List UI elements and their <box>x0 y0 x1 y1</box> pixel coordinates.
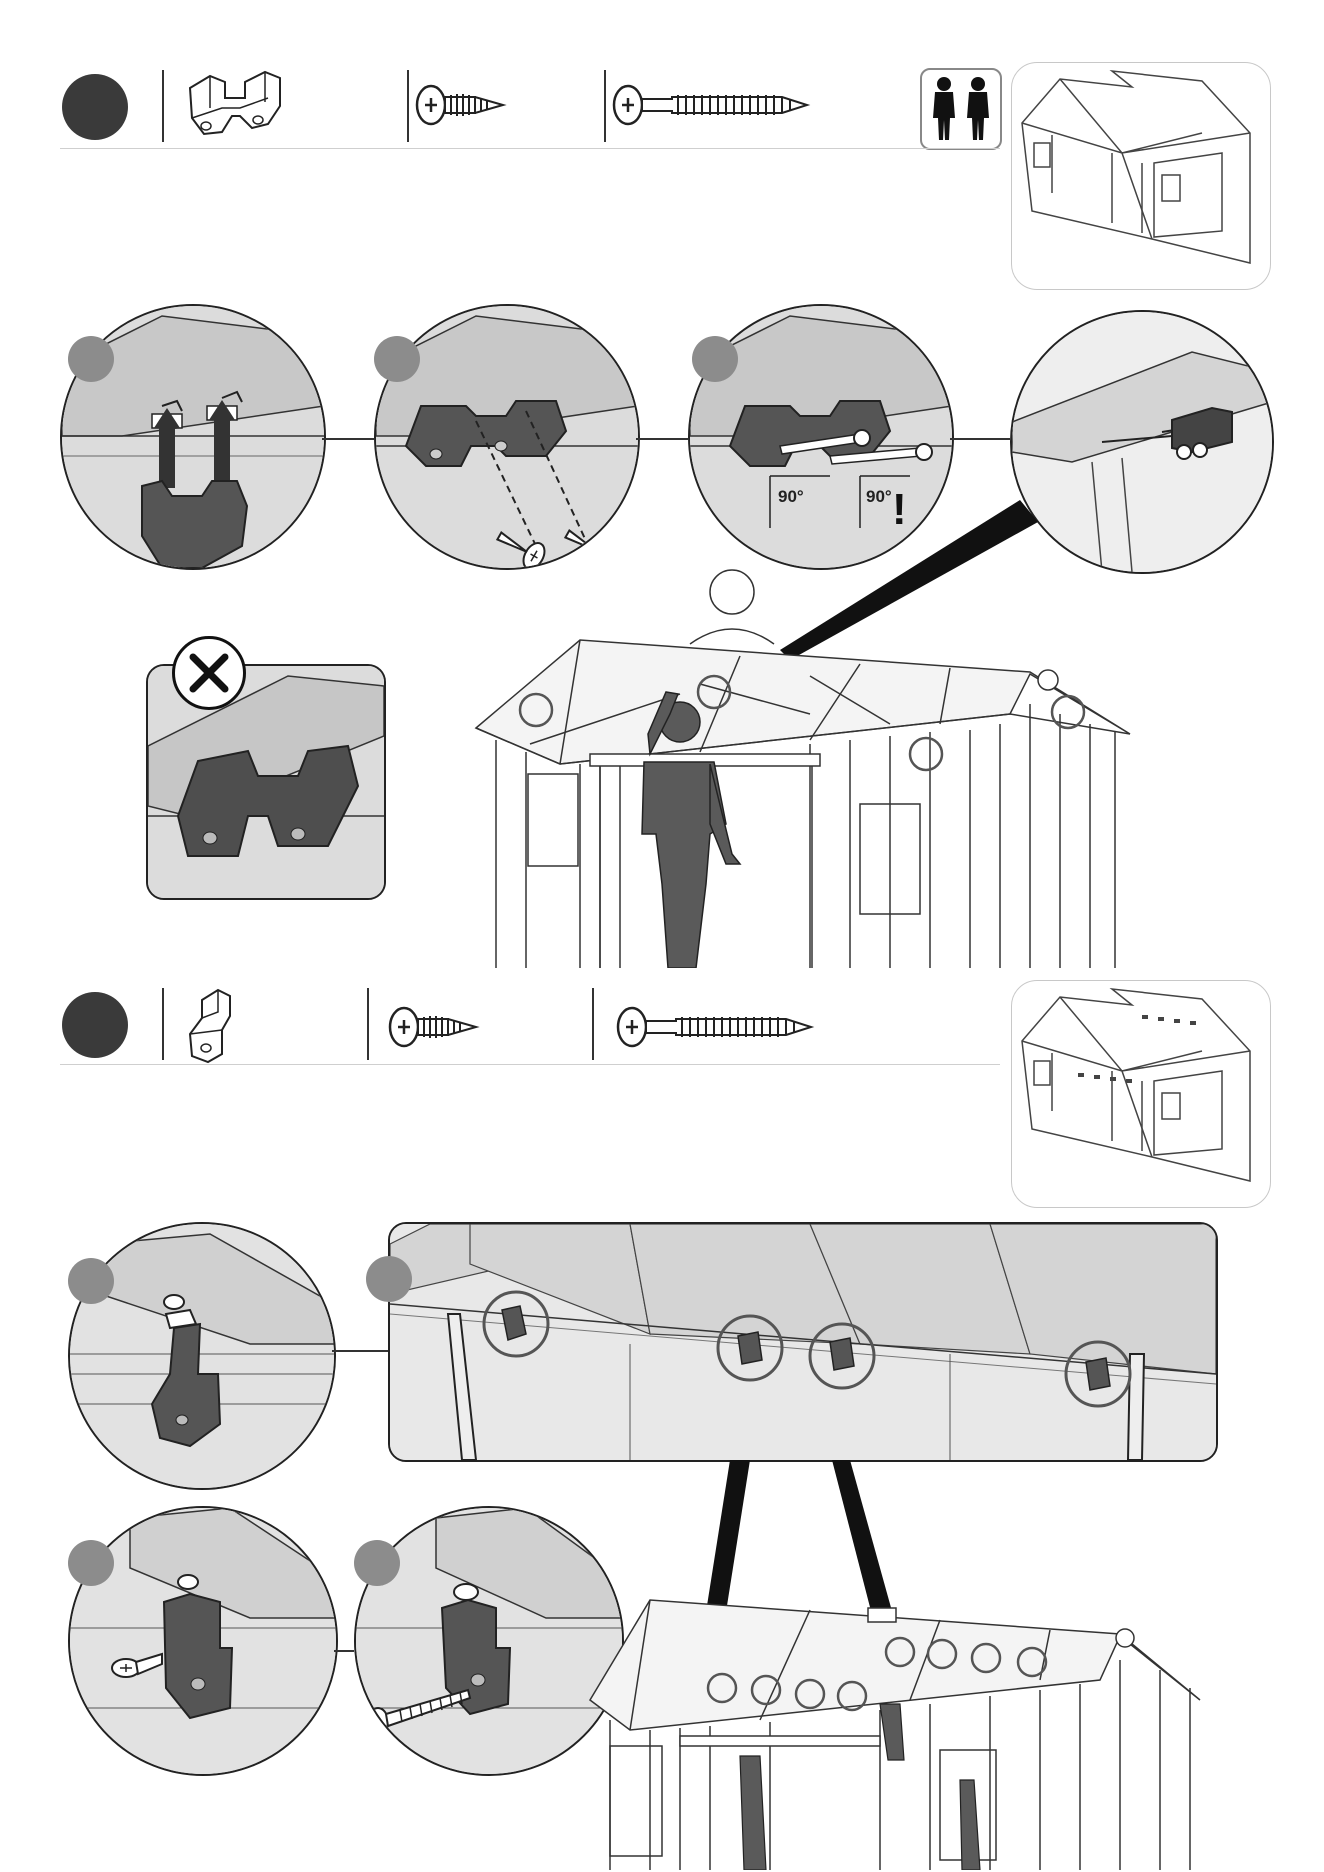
step-b3-badge <box>68 1540 114 1586</box>
step-b3-detail-view <box>68 1506 338 1776</box>
long-screw-part-icon <box>612 80 812 130</box>
single-bracket-part-icon <box>178 986 248 1066</box>
long-screw-part-icon <box>616 1002 816 1052</box>
step-a2-badge <box>374 336 420 382</box>
step-b2-bracket-row-view <box>388 1222 1218 1462</box>
step-a1-badge <box>68 336 114 382</box>
connector-line <box>950 438 1010 440</box>
step-b1-badge <box>68 1258 114 1304</box>
wrong-x-icon <box>172 636 246 710</box>
step-a-shed-scene <box>470 564 1140 968</box>
short-screw-part-icon <box>415 80 510 130</box>
step-b-shed-scene <box>570 1460 1220 1870</box>
step-b4-badge <box>354 1540 400 1586</box>
part-divider <box>604 70 606 142</box>
step-b-shed-thumbnail <box>1011 980 1271 1208</box>
part-divider <box>407 70 409 142</box>
part-divider <box>592 988 594 1060</box>
step-b2-badge <box>366 1256 412 1302</box>
two-people-required-icon <box>920 68 1002 150</box>
connector-line <box>322 438 374 440</box>
step-a-shed-thumbnail <box>1011 62 1271 290</box>
step-b1-detail-view <box>68 1222 336 1490</box>
step-a-divider <box>162 70 164 142</box>
connector-line <box>334 1650 354 1652</box>
step-a-header-rule <box>60 148 1000 149</box>
step-b-divider <box>162 988 164 1060</box>
step-a-result-detail-view <box>1010 310 1274 574</box>
step-b-number-badge <box>62 992 128 1058</box>
part-divider <box>367 988 369 1060</box>
short-screw-part-icon <box>388 1002 483 1052</box>
step-a-number-badge <box>62 74 128 140</box>
double-bracket-part-icon <box>170 68 300 148</box>
connector-line <box>332 1350 388 1352</box>
step-b-header-rule <box>60 1064 1000 1065</box>
step-a3-badge <box>692 336 738 382</box>
connector-line <box>636 438 688 440</box>
